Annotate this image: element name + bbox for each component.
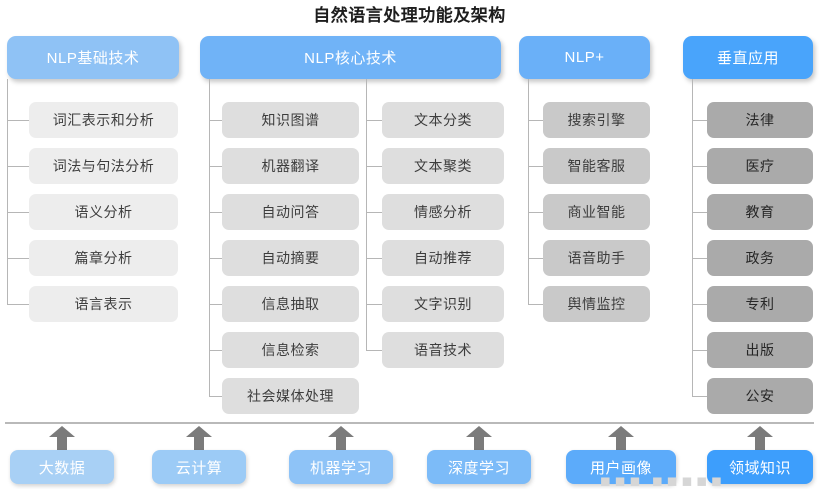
arrow-head-icon — [466, 426, 492, 437]
leaf-nlp-plus-4[interactable]: 舆情监控 — [543, 286, 650, 322]
foundation-item-0[interactable]: 大数据 — [10, 450, 114, 484]
connector-branch — [692, 350, 707, 351]
column-header-nlp-basic[interactable]: NLP基础技术 — [7, 36, 179, 79]
connector-branch — [209, 120, 222, 121]
leaf-nlp-plus-2[interactable]: 商业智能 — [543, 194, 650, 230]
leaf-vertical-apps-2[interactable]: 教育 — [707, 194, 813, 230]
connector-branch — [209, 396, 222, 397]
connector-trunk-nlp-core-b — [366, 79, 367, 350]
arrow-shaft — [194, 435, 204, 450]
page-title: 自然语言处理功能及架构 — [313, 6, 506, 25]
connector-branch — [366, 304, 382, 305]
leaf-nlp-plus-0[interactable]: 搜索引擎 — [543, 102, 650, 138]
connector-branch — [209, 304, 222, 305]
leaf-vertical-apps-6[interactable]: 公安 — [707, 378, 813, 414]
leaf-nlp-plus-1[interactable]: 智能客服 — [543, 148, 650, 184]
leaf-nlp-basic-4[interactable]: 语言表示 — [29, 286, 178, 322]
connector-branch — [528, 304, 543, 305]
leaf-nlp-core-a-0[interactable]: 知识图谱 — [222, 102, 359, 138]
connector-trunk-nlp-plus — [528, 79, 529, 304]
leaf-nlp-core-b-2[interactable]: 情感分析 — [382, 194, 504, 230]
leaf-nlp-core-a-1[interactable]: 机器翻译 — [222, 148, 359, 184]
connector-branch — [366, 258, 382, 259]
connector-trunk-nlp-basic — [7, 79, 8, 304]
leaf-vertical-apps-0[interactable]: 法律 — [707, 102, 813, 138]
connector-trunk-nlp-core-a — [209, 79, 210, 396]
leaf-nlp-core-a-2[interactable]: 自动问答 — [222, 194, 359, 230]
column-header-nlp-plus[interactable]: NLP+ — [519, 36, 650, 79]
arrow-shaft — [755, 435, 765, 450]
connector-branch — [209, 258, 222, 259]
connector-trunk-vertical-apps — [692, 79, 693, 396]
leaf-nlp-core-a-5[interactable]: 信息检索 — [222, 332, 359, 368]
leaf-nlp-core-b-3[interactable]: 自动推荐 — [382, 240, 504, 276]
arrow-shaft — [474, 435, 484, 450]
leaf-nlp-core-a-6[interactable]: 社会媒体处理 — [222, 378, 359, 414]
leaf-nlp-core-b-5[interactable]: 语音技术 — [382, 332, 504, 368]
connector-branch — [209, 212, 222, 213]
connector-branch — [692, 396, 707, 397]
foundation-divider — [5, 422, 814, 424]
up-arrow-3 — [466, 426, 492, 450]
connector-branch — [7, 304, 29, 305]
leaf-nlp-core-a-3[interactable]: 自动摘要 — [222, 240, 359, 276]
connector-branch — [692, 304, 707, 305]
connector-branch — [366, 120, 382, 121]
connector-branch — [7, 258, 29, 259]
connector-branch — [7, 120, 29, 121]
leaf-nlp-basic-3[interactable]: 篇章分析 — [29, 240, 178, 276]
connector-branch — [528, 166, 543, 167]
arrow-head-icon — [328, 426, 354, 437]
watermark-text: ◼◼◼ ◼◼◼◼◼ — [600, 473, 726, 488]
arrow-head-icon — [608, 426, 634, 437]
leaf-nlp-core-b-1[interactable]: 文本聚类 — [382, 148, 504, 184]
leaf-vertical-apps-3[interactable]: 政务 — [707, 240, 813, 276]
connector-branch — [209, 350, 222, 351]
arrow-head-icon — [49, 426, 75, 437]
leaf-nlp-basic-1[interactable]: 词法与句法分析 — [29, 148, 178, 184]
leaf-nlp-core-b-4[interactable]: 文字识别 — [382, 286, 504, 322]
leaf-vertical-apps-4[interactable]: 专利 — [707, 286, 813, 322]
leaf-nlp-basic-0[interactable]: 词汇表示和分析 — [29, 102, 178, 138]
foundation-item-1[interactable]: 云计算 — [152, 450, 246, 484]
foundation-item-5[interactable]: 领域知识 — [707, 450, 813, 484]
connector-branch — [692, 212, 707, 213]
up-arrow-5 — [747, 426, 773, 450]
arrow-head-icon — [747, 426, 773, 437]
leaf-nlp-core-a-4[interactable]: 信息抽取 — [222, 286, 359, 322]
leaf-nlp-basic-2[interactable]: 语义分析 — [29, 194, 178, 230]
connector-branch — [528, 212, 543, 213]
arrow-shaft — [57, 435, 67, 450]
connector-branch — [366, 166, 382, 167]
leaf-nlp-plus-3[interactable]: 语音助手 — [543, 240, 650, 276]
connector-branch — [692, 120, 707, 121]
up-arrow-0 — [49, 426, 75, 450]
column-header-vertical-apps[interactable]: 垂直应用 — [683, 36, 813, 79]
up-arrow-1 — [186, 426, 212, 450]
connector-branch — [7, 212, 29, 213]
foundation-item-2[interactable]: 机器学习 — [289, 450, 393, 484]
connector-branch — [692, 166, 707, 167]
connector-branch — [209, 166, 222, 167]
arrow-shaft — [336, 435, 346, 450]
leaf-vertical-apps-1[interactable]: 医疗 — [707, 148, 813, 184]
connector-branch — [692, 258, 707, 259]
connector-branch — [7, 166, 29, 167]
foundation-item-4[interactable]: 用户画像 — [566, 450, 676, 484]
connector-branch — [366, 350, 382, 351]
column-header-nlp-core[interactable]: NLP核心技术 — [200, 36, 501, 79]
connector-branch — [528, 258, 543, 259]
leaf-vertical-apps-5[interactable]: 出版 — [707, 332, 813, 368]
up-arrow-2 — [328, 426, 354, 450]
arrow-shaft — [616, 435, 626, 450]
connector-branch — [528, 120, 543, 121]
leaf-nlp-core-b-0[interactable]: 文本分类 — [382, 102, 504, 138]
up-arrow-4 — [608, 426, 634, 450]
foundation-item-3[interactable]: 深度学习 — [427, 450, 531, 484]
arrow-head-icon — [186, 426, 212, 437]
connector-branch — [366, 212, 382, 213]
